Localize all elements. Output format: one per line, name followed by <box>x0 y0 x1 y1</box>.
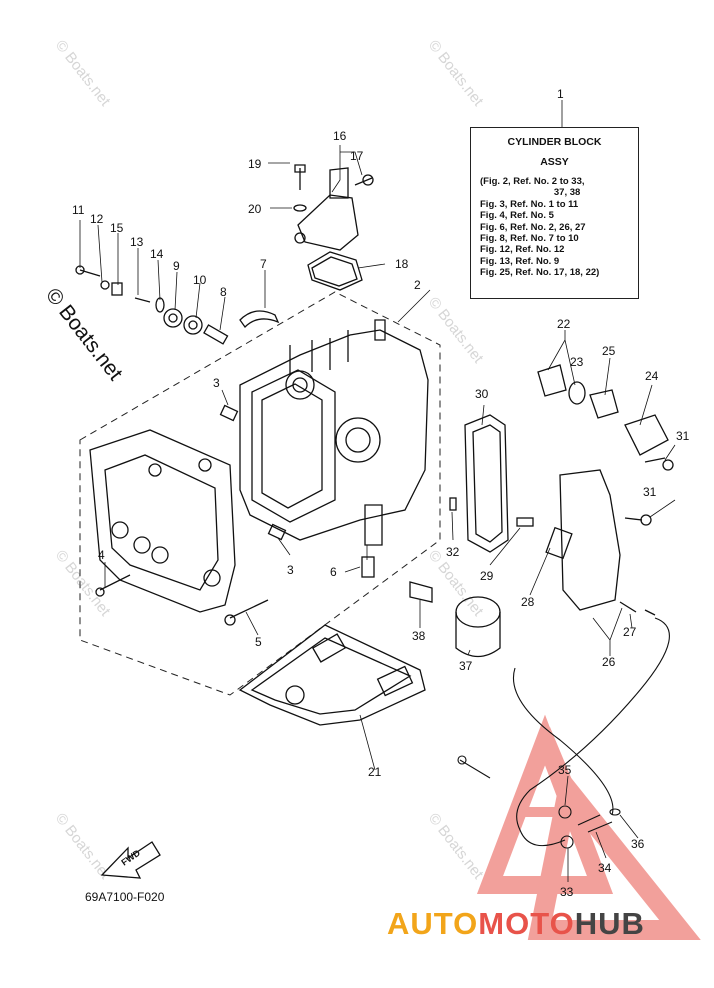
callout-1: 1 <box>557 87 564 101</box>
callout-30: 30 <box>475 387 489 401</box>
brand-logo-text: AUTOMOTOHUB <box>387 906 645 942</box>
callout-22: 22 <box>557 317 571 331</box>
callout-15: 15 <box>110 221 124 235</box>
callout-14: 14 <box>150 247 164 261</box>
callout-9: 9 <box>173 259 180 273</box>
watermark-text-large: © Boats.net <box>41 284 127 385</box>
hose-assembly <box>457 617 670 849</box>
callout-31: 31 <box>676 429 690 443</box>
info-box-ref: (Fig. 2, Ref. No. 2 to 33, <box>480 176 585 187</box>
callout-4: 4 <box>98 548 105 562</box>
info-box-title: CYLINDER BLOCK <box>507 136 602 148</box>
callout-6: 6 <box>330 565 337 579</box>
callout-27: 27 <box>623 625 637 639</box>
info-box-ref: Fig. 4, Ref. No. 5 <box>480 210 554 222</box>
leader-lines <box>79 100 676 882</box>
info-box-ref-list: (Fig. 2, Ref. No. 2 to 33, 37, 38 Fig. 3… <box>480 176 638 279</box>
callout-2: 2 <box>414 278 421 292</box>
callout-19: 19 <box>248 157 262 171</box>
callout-26: 26 <box>602 655 616 669</box>
callout-24: 24 <box>645 369 659 383</box>
info-box-ref: Fig. 12, Ref. No. 12 <box>480 244 565 256</box>
callout-24-label: 25 <box>602 344 616 358</box>
callout-3: 3 <box>213 376 220 390</box>
diagram-code: 69A7100-F020 <box>85 890 165 904</box>
right-components <box>409 364 674 658</box>
callout-12: 12 <box>90 212 104 226</box>
assembly-info-box: CYLINDER BLOCK ASSY (Fig. 2, Ref. No. 2 … <box>470 127 639 299</box>
watermark-text: © Boats.net <box>52 37 114 110</box>
watermarks: © Boats.net © Boats.net © Boats.net © Bo… <box>41 37 487 883</box>
brand-part-hub: HUB <box>574 906 645 941</box>
callout-3: 3 <box>287 563 294 577</box>
callout-17: 17 <box>350 149 364 163</box>
callout-8: 8 <box>220 285 227 299</box>
callout-10: 10 <box>193 273 207 287</box>
callout-32: 32 <box>446 545 460 559</box>
info-box-ref: Fig. 13, Ref. No. 9 <box>480 255 560 267</box>
gasket-21 <box>238 624 426 726</box>
callout-37: 37 <box>459 659 473 673</box>
info-box-ref: Fig. 25, Ref. No. 17, 18, 22) <box>480 267 600 279</box>
callout-34: 34 <box>598 861 612 875</box>
info-box-subtitle: ASSY <box>540 156 569 168</box>
assembly-outline-dashed <box>79 291 441 696</box>
watermark-text: © Boats.net <box>425 294 487 367</box>
exhaust-cover <box>89 429 236 613</box>
callout-20: 20 <box>248 202 262 216</box>
callout-36: 36 <box>631 837 645 851</box>
callout-29: 29 <box>480 569 494 583</box>
thermostat-cover <box>294 167 363 291</box>
callout-13: 13 <box>130 235 144 249</box>
watermark-text: © Boats.net <box>425 37 487 110</box>
info-box-ref: 37, 38 <box>480 187 581 199</box>
callout-7: 7 <box>260 257 267 271</box>
brand-part-auto: AUTO <box>387 906 479 941</box>
cylinder-block <box>239 319 429 546</box>
fwd-arrow-icon: FWD <box>100 841 161 879</box>
brand-triangle-logo <box>476 714 701 940</box>
callout-33: 33 <box>560 885 574 899</box>
callout-28: 28 <box>521 595 535 609</box>
info-box-ref: Fig. 8, Ref. No. 7 to 10 <box>480 233 579 245</box>
callout-23: 23 <box>570 355 584 369</box>
callout-5: 5 <box>255 635 262 649</box>
info-box-ref: Fig. 3, Ref. No. 1 to 11 <box>480 198 579 210</box>
info-box-ref: Fig. 6, Ref. No. 2, 26, 27 <box>480 221 586 233</box>
callout-31: 31 <box>643 485 657 499</box>
callout-16: 16 <box>333 129 347 143</box>
callout-38: 38 <box>412 629 426 643</box>
brand-part-moto: MOTO <box>478 906 575 941</box>
callout-35: 35 <box>558 763 572 777</box>
watermark-text: © Boats.net <box>425 810 487 883</box>
callout-numbers: 1 2 3 3 4 5 6 7 8 9 10 11 12 13 14 15 16… <box>72 87 690 899</box>
callout-11: 11 <box>72 203 85 217</box>
callout-21: 21 <box>368 765 382 779</box>
callout-18: 18 <box>395 257 409 271</box>
